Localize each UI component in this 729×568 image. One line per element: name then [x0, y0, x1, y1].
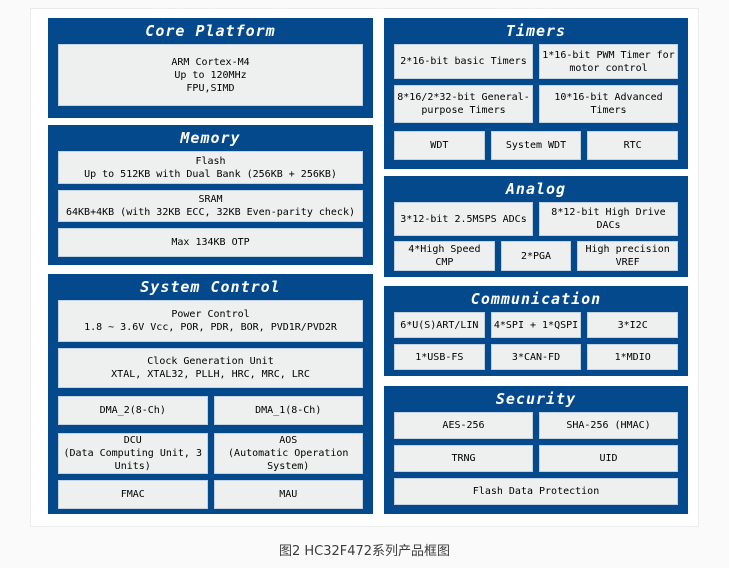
block-dma1: DMA_1(8-Ch) [213, 396, 363, 425]
security-title: Security [495, 390, 577, 408]
block-pga: 2*PGA [500, 241, 572, 271]
section-system-control: System Control Power Control 1.8 ~ 3.6V … [48, 274, 373, 514]
section-core-platform: Core Platform ARM Cortex-M4 Up to 120MHz… [48, 18, 373, 118]
section-communication: Communication 6*U(S)ART/LIN 4*SPI + 1*QS… [384, 286, 688, 376]
section-security: Security AES-256 SHA-256 (HMAC) TRNG UID… [384, 386, 688, 514]
diagram-right-column: Timers 2*16-bit basic Timers 1*16-bit PW… [384, 18, 688, 514]
memory-title: Memory [180, 129, 241, 147]
block-uid: UID [539, 445, 678, 472]
block-adc: 3*12-bit 2.5MSPS ADCs [394, 202, 533, 236]
block-otp: Max 134KB OTP [58, 228, 363, 257]
block-basic-timers: 2*16-bit basic Timers [394, 44, 533, 79]
block-i2c: 3*I2C [587, 312, 679, 338]
block-diagram-frame: Core Platform ARM Cortex-M4 Up to 120MHz… [30, 8, 699, 527]
timers-title: Timers [505, 22, 567, 40]
block-rtc: RTC [587, 131, 679, 160]
section-memory: Memory Flash Up to 512KB with Dual Bank … [48, 125, 373, 265]
block-sram: SRAM 64KB+4KB (with 32KB ECC, 32KB Even-… [58, 190, 363, 222]
block-dma2: DMA_2(8-Ch) [58, 396, 208, 425]
block-pwm-timer: 1*16-bit PWM Timer for motor control [539, 44, 678, 79]
block-wdt: WDT [394, 131, 485, 160]
block-usart-lin: 6*U(S)ART/LIN [394, 312, 485, 338]
diagram-left-column: Core Platform ARM Cortex-M4 Up to 120MHz… [48, 18, 373, 514]
block-arm-cortex-m4: ARM Cortex-M4 Up to 120MHz FPU,SIMD [58, 44, 363, 106]
analog-title: Analog [505, 180, 567, 198]
block-power-control: Power Control 1.8 ~ 3.6V Vcc, POR, PDR, … [58, 300, 363, 342]
block-general-purpose-timers: 8*16/2*32-bit General- purpose Timers [394, 85, 533, 123]
figure-caption: 图2 HC32F472系列产品框图 [278, 544, 451, 559]
block-usb-fs: 1*USB-FS [394, 344, 485, 370]
block-flash-data-protection: Flash Data Protection [394, 478, 678, 505]
section-timers: Timers 2*16-bit basic Timers 1*16-bit PW… [384, 18, 688, 169]
block-aos: AOS (Automatic Operation System) [213, 433, 363, 474]
block-mdio: 1*MDIO [587, 344, 679, 370]
block-fmac: FMAC [58, 480, 208, 509]
block-mau: MAU [213, 480, 363, 509]
block-spi-qspi: 4*SPI + 1*QSPI [490, 312, 582, 338]
block-vref: High precision VREF [577, 241, 679, 271]
block-flash: Flash Up to 512KB with Dual Bank (256KB … [58, 151, 363, 184]
block-dcu: DCU (Data Computing Unit, 3 Units) [58, 433, 208, 474]
communication-title: Communication [470, 290, 602, 308]
block-cmp: 4*High Speed CMP [394, 241, 495, 271]
core-platform-title: Core Platform [145, 22, 276, 40]
block-sha: SHA-256 (HMAC) [539, 412, 678, 439]
block-advanced-timers: 10*16-bit Advanced Timers [539, 85, 678, 123]
block-system-wdt: System WDT [490, 131, 582, 160]
block-aes: AES-256 [394, 412, 533, 439]
section-analog: Analog 3*12-bit 2.5MSPS ADCs 8*12-bit Hi… [384, 176, 688, 277]
block-can-fd: 3*CAN-FD [490, 344, 582, 370]
block-trng: TRNG [394, 445, 533, 472]
block-dac: 8*12-bit High Drive DACs [539, 202, 678, 236]
block-clock-generation: Clock Generation Unit XTAL, XTAL32, PLLH… [58, 348, 363, 388]
system-control-title: System Control [140, 278, 281, 296]
